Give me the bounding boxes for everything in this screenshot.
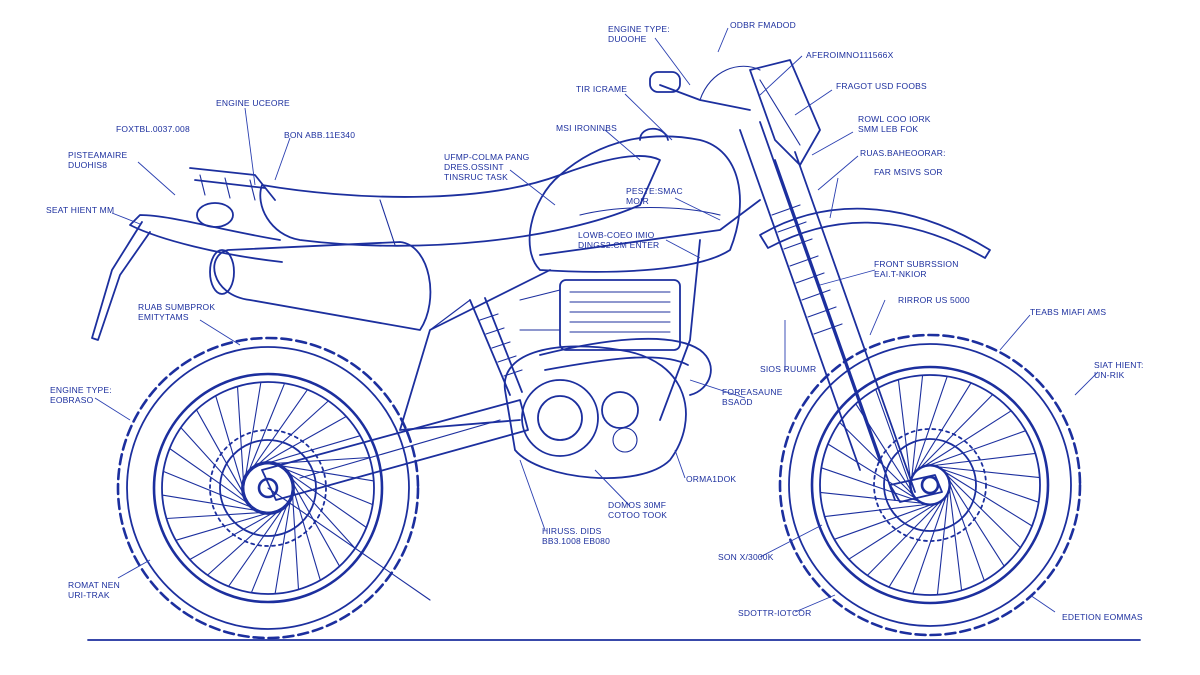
spoke (848, 496, 947, 560)
fragot-usd-foobs-label: FRAGOT USD FOOBS (836, 81, 927, 91)
spoke (913, 410, 1012, 474)
front-fender (759, 207, 991, 259)
headlight (749, 59, 821, 166)
spoke (933, 464, 1033, 527)
spoke (866, 493, 949, 576)
sios-ruumr-label: SIOS RUUMR (760, 364, 817, 374)
handlebar (649, 65, 761, 111)
spoke (161, 494, 275, 514)
sdottr-iotcor-label: SDOTTR-IOTCOR (738, 608, 812, 618)
peste-smac-label: PESTE:SMAC MOIR (626, 186, 683, 206)
spoke (909, 382, 972, 482)
spoke (875, 388, 915, 499)
spoke (936, 479, 951, 596)
pisteamaire-label: PISTEAMAIRE DUOHIS8 (68, 150, 128, 170)
edetion-eommas-label: EDETION EOMMAS (1062, 612, 1143, 622)
domos-30mf-label: DOMOS 30MF COTOO TOOK (608, 500, 668, 520)
aferoimno-label: AFEROIMNO111566X (806, 50, 894, 60)
front-wheel (778, 333, 1082, 637)
spoke (924, 464, 1041, 479)
rear-brake-disc (209, 429, 327, 547)
spoke (909, 374, 924, 491)
swingarm (261, 399, 529, 601)
far-msivs-sor-label: FAR MSIVS SOR (874, 167, 943, 177)
engine-ucore-label: ENGINE UCEORE (216, 98, 290, 108)
rear-wheel (116, 336, 420, 640)
seat (259, 155, 661, 247)
spoke (916, 430, 1027, 470)
spoke (938, 466, 1021, 549)
spoke (947, 475, 963, 591)
spoke (833, 500, 944, 540)
odbr-fmadod-label: ODBR FMADOD (730, 20, 796, 30)
spoke (945, 471, 985, 582)
engine (504, 279, 687, 480)
bon-abb-label: BON ABB.11E340 (284, 130, 356, 140)
fuel-tank (528, 127, 741, 273)
leader-lines (94, 27, 1099, 613)
spoke (242, 381, 262, 495)
rirror-us-label: RIRROR US 5000 (898, 295, 970, 305)
front-fork (739, 121, 943, 503)
spoke (824, 502, 940, 518)
spoke (929, 464, 1040, 503)
engine-type-label-top: ENGINE TYPE: DUOOHE (608, 24, 670, 44)
orma1dok-label: ORMA1DOK (686, 474, 737, 484)
romat-nen-label: ROMAT NEN URI-TRAK (68, 580, 121, 600)
lowb-coeo-label: LOWB-COEO IMIO DINGS2.CM ENTER (578, 230, 660, 250)
ufmp-colma-label: UFMP-COLMA PANG DRES.OSSINT TINSRUC TASK (444, 152, 530, 182)
spoke (920, 452, 1036, 468)
teabs-miafi-label: TEABS MIAFI AMS (1030, 307, 1107, 317)
spoke (819, 491, 936, 506)
tir-icrame-label: TIR ICRAME (576, 84, 628, 94)
msi-ironinbs-label: MSI IRONINBS (556, 123, 617, 133)
spoke (912, 484, 951, 595)
rowl-coo-iork-label: ROWL COO IORK Smm LEB FOK (858, 114, 931, 134)
exhaust (209, 241, 712, 396)
spoke (941, 468, 1005, 567)
foxtbl-label: FOXTBL.0037.008 (116, 124, 190, 134)
seat-hient-mm-label: SEAT HIENT MM (46, 205, 115, 215)
rear-fender (91, 167, 283, 341)
son-x3000k-label: SON X/3000K (718, 552, 774, 562)
ruas-bahedorar-label: RUAS.BAHEOORAR: (860, 148, 946, 158)
rear-shock (469, 297, 523, 396)
hiruss-dids-label: HIRUSS. DIDS BB3.1008 EB080 (542, 526, 611, 546)
spoke (827, 443, 927, 506)
spoke (909, 375, 948, 486)
siat-hient-label: SIAT HIENT: UN-RIK (1094, 360, 1144, 380)
foreasaune-label: FOREASAUNE BSAOD (722, 387, 783, 407)
front-subrssion-label: FRONT SUBRSSION EAI.T-NKIOR (874, 259, 959, 279)
spoke (888, 488, 951, 588)
engine-type-label-left: ENGINE TYPE: EOBRASO (50, 385, 112, 405)
ruab-sumbprok-label: RUAB SUMBPROK EMITYTAMS (138, 302, 216, 322)
frame (399, 199, 761, 431)
front-brake-disc (873, 428, 987, 542)
spoke (911, 394, 994, 477)
